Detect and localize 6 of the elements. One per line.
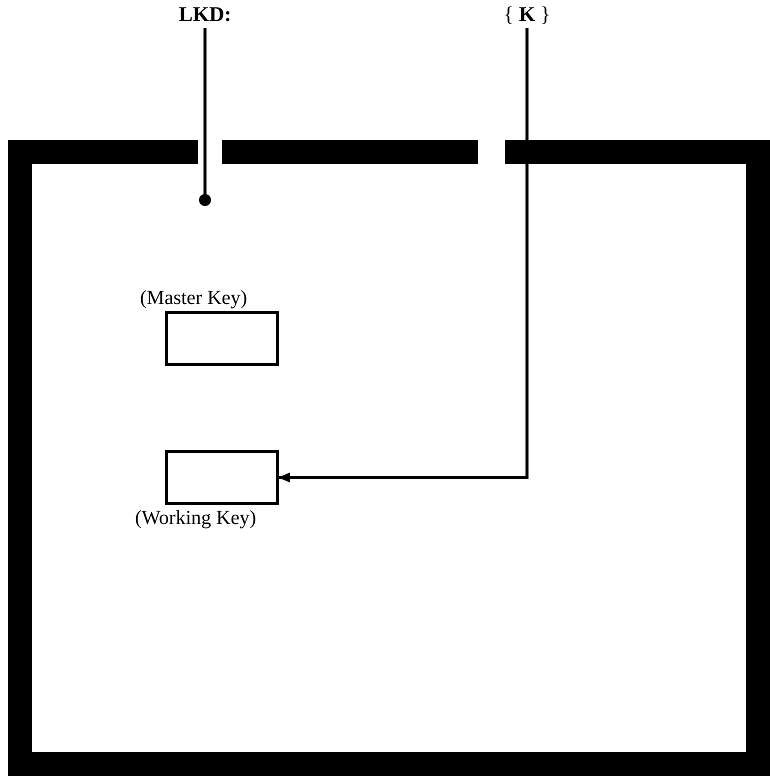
key-label: (Working Key) <box>135 506 256 531</box>
arrow <box>278 28 528 482</box>
signal-label: LKD: <box>150 2 260 27</box>
leader-line <box>199 28 211 206</box>
signal-label: { K } <box>480 2 574 27</box>
key-label: (Master Key) <box>140 286 248 311</box>
